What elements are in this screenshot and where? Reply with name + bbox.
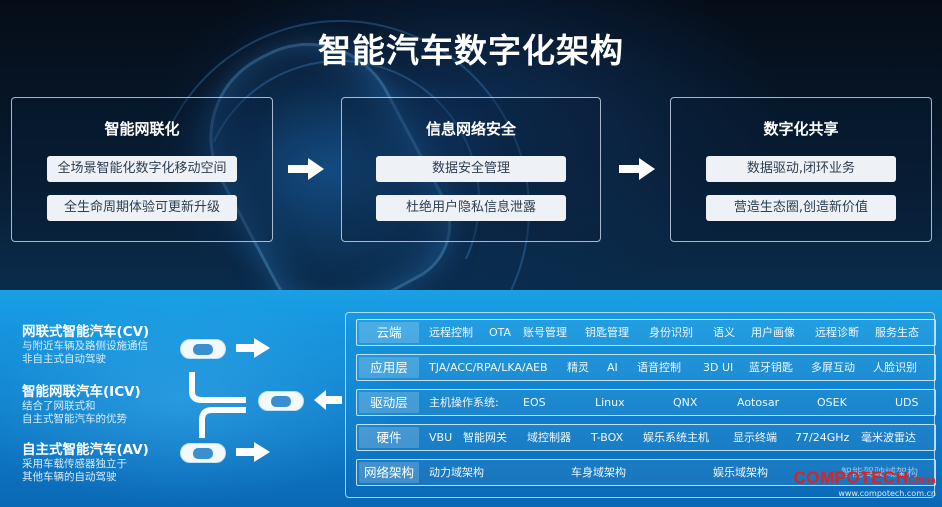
layer-cell: 毫米波雷达	[861, 431, 916, 444]
layer-row-application: 应用层 TJA/ACC/RPA/LKA/AEB 精灵 AI 语音控制 3D UI…	[356, 354, 936, 381]
layer-cell: 远程诊断	[815, 326, 859, 339]
layer-cell: T-BOX	[591, 431, 624, 444]
right-arrow-icon	[619, 158, 655, 180]
merge-arrows-graphic	[189, 372, 246, 438]
layer-cell: 蓝牙钥匙	[749, 361, 793, 374]
panel-item: 全生命周期体验可更新升级	[47, 195, 237, 221]
panel-item: 数据驱动,闭环业务	[706, 156, 896, 182]
watermark-url: www.compotech.com.cn	[838, 489, 936, 498]
layer-cell: 娱乐系统主机	[643, 431, 709, 444]
panel-title: 信息网络安全	[425, 120, 516, 138]
layer-label: 驱动层	[359, 392, 419, 413]
layer-cell: EOS	[523, 396, 546, 409]
layer-cell: 身份识别	[649, 326, 693, 339]
layer-row-cloud: 云端 远程控制 OTA 账号管理 钥匙管理 身份识别 语义 用户画像 远程诊断 …	[356, 319, 936, 346]
watermark-brand: COMPOTECHChina	[793, 469, 936, 489]
panel-title: 数字化共享	[763, 120, 839, 138]
compotech-watermark: COMPOTECHChina www.compotech.com.cn	[793, 469, 936, 499]
layer-cell: 域控制器	[527, 431, 571, 444]
layer-cell: 服务生态	[875, 326, 919, 339]
panel-title: 智能网联化	[104, 120, 180, 138]
layer-label: 网络架构	[359, 462, 419, 483]
layer-label: 应用层	[359, 357, 419, 378]
layer-cell: 精灵	[567, 361, 589, 374]
layer-row-network: 网络架构 动力域架构 车身域架构 娱乐域架构 智能驾驶域架构	[356, 459, 936, 486]
layer-cell: 娱乐域架构	[713, 466, 768, 479]
vehicle-type-desc: 自主式智能汽车的优势	[22, 413, 127, 425]
watermark-suffix: China	[908, 475, 936, 485]
layer-cell: TJA/ACC/RPA/LKA/AEB	[429, 361, 548, 374]
panel-item: 数据安全管理	[376, 156, 566, 182]
layer-label: 硬件	[359, 427, 419, 448]
layer-cell: UDS	[895, 396, 919, 409]
vehicle-type-desc: 结合了网联式和	[22, 400, 96, 412]
panel-security: 信息网络安全 数据安全管理 杜绝用户隐私信息泄露	[341, 97, 601, 242]
right-arrow-icon	[236, 442, 270, 462]
vehicle-type-title: 智能网联汽车(ICV)	[22, 384, 141, 400]
vehicle-type-desc: 与附近车辆及路侧设施通信	[22, 340, 148, 352]
car-icon	[180, 339, 226, 359]
right-arrow-icon	[288, 158, 324, 180]
right-arrow-icon	[236, 338, 270, 358]
vehicle-type-desc: 其他车辆的自动驾驶	[22, 471, 117, 483]
layer-cell: 77/24GHz	[795, 431, 850, 444]
layer-cell: 语音控制	[637, 361, 681, 374]
layer-cell: 主机操作系统:	[429, 396, 499, 409]
vehicle-type-title: 自主式智能汽车(AV)	[22, 442, 149, 458]
bottom-section: 网联式智能汽车(CV) 与附近车辆及路侧设施通信 非自主式自动驾驶 智能网联汽车…	[0, 290, 942, 507]
panel-item: 全场景智能化数字化移动空间	[47, 156, 237, 182]
panel-item: 营造生态圈,创造新价值	[706, 195, 896, 221]
panel-item: 杜绝用户隐私信息泄露	[376, 195, 566, 221]
layer-cell: 3D UI	[703, 361, 734, 374]
layer-cell: 智能驾驶域架构	[841, 466, 918, 479]
page-title: 智能汽车数字化架构	[318, 31, 624, 70]
layer-row-hardware: 硬件 VBU 智能网关 域控制器 T-BOX 娱乐系统主机 显示终端 77/24…	[356, 424, 936, 451]
vehicle-type-title: 网联式智能汽车(CV)	[22, 324, 150, 340]
vehicle-type-desc: 非自主式自动驾驶	[22, 353, 106, 365]
watermark-brand-text: COMPOTECH	[793, 468, 909, 487]
layer-cell: QNX	[673, 396, 698, 409]
layer-cell: OTA	[489, 326, 512, 339]
layer-cell: 人脸识别	[873, 361, 917, 374]
left-arrow-icon	[314, 390, 342, 410]
layer-cell: 账号管理	[523, 326, 567, 339]
architecture-layers: 云端 远程控制 OTA 账号管理 钥匙管理 身份识别 语义 用户画像 远程诊断 …	[345, 312, 936, 498]
layer-cell: 远程控制	[429, 326, 473, 339]
layer-cell: Linux	[595, 396, 625, 409]
layer-cell: 钥匙管理	[585, 326, 629, 339]
layer-cell: 显示终端	[733, 431, 777, 444]
layer-cell: 动力域架构	[429, 466, 484, 479]
layer-cell: 多屏互动	[811, 361, 855, 374]
vehicle-type-desc: 采用车载传感器独立于	[22, 458, 127, 470]
panel-digital-sharing: 数字化共享 数据驱动,闭环业务 营造生态圈,创造新价值	[670, 97, 932, 242]
layer-row-driver: 驱动层 主机操作系统: EOS Linux QNX Aotosar OSEK U…	[356, 389, 936, 416]
car-icon	[180, 443, 226, 463]
layer-cell: 语义	[713, 326, 735, 339]
layer-cell: Aotosar	[737, 396, 780, 409]
car-icon	[258, 391, 304, 411]
layer-cell: 用户画像	[751, 326, 795, 339]
panel-connected: 智能网联化 全场景智能化数字化移动空间 全生命周期体验可更新升级	[11, 97, 273, 242]
layer-cell: AI	[607, 361, 618, 374]
layer-cell: OSEK	[817, 396, 847, 409]
layer-cell: 车身域架构	[571, 466, 626, 479]
layer-label: 云端	[359, 322, 419, 343]
layer-cell: VBU	[429, 431, 453, 444]
layer-cell: 智能网关	[463, 431, 507, 444]
top-section: 智能汽车数字化架构 智能网联化 全场景智能化数字化移动空间 全生命周期体验可更新…	[0, 0, 942, 290]
